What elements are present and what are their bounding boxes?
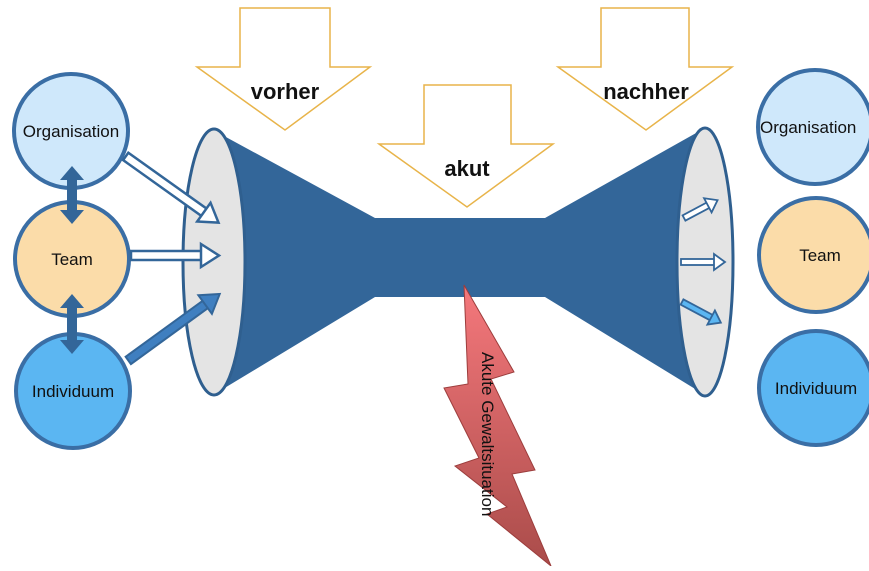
right-circle-team: Team (757, 196, 869, 314)
circle-label: Team (51, 250, 93, 269)
phase-arrow-acute: akut (376, 84, 556, 208)
circle-label: Individuum (32, 382, 114, 401)
double-arrow-org-team (60, 166, 84, 224)
output-arrow-down (679, 298, 723, 326)
lightning-bolt: Akute Gewaltsituation (443, 284, 552, 567)
phase-label-acute: akut (444, 156, 490, 181)
output-arrow-mid (680, 252, 727, 272)
circle-shape (756, 68, 869, 186)
funnel (181, 126, 735, 398)
left-circle-organisation: Organisation (12, 72, 130, 190)
arrow-head (702, 197, 719, 215)
input-arrows (121, 151, 222, 366)
circle-label: Team (799, 246, 841, 265)
arrowhead-up (60, 166, 84, 180)
funnel-shape (213, 128, 705, 395)
input-arrow-team (129, 241, 222, 270)
circle-shape (757, 329, 869, 447)
right-circle-organisation: Organisation (756, 68, 869, 186)
input-arrow-organisation (121, 151, 221, 224)
arrow-head (199, 241, 222, 270)
arrow-shaft (680, 258, 716, 266)
double-arrow-shaft (67, 306, 77, 342)
circle-label: Organisation (23, 122, 119, 141)
phase-label-before: vorher (251, 79, 320, 104)
arrow-shaft (129, 249, 205, 262)
circle-label: Individuum (775, 379, 857, 398)
arrow-head (705, 308, 723, 326)
double-arrow-team-individuum (60, 294, 84, 354)
phase-arrow-after: nachher (555, 7, 735, 131)
input-arrow-individuum (124, 292, 222, 366)
arrowhead-up (60, 294, 84, 308)
output-arrow-up (681, 197, 719, 222)
phase-label-after: nachher (603, 79, 689, 104)
arrow-head (713, 252, 727, 272)
output-arrows (679, 197, 727, 326)
arrowhead-down (60, 210, 84, 224)
phase-arrow-before: vorher (194, 7, 373, 131)
lightning-label: Akute Gewaltsituation (478, 352, 497, 516)
down-arrow-shape (376, 84, 556, 208)
arrowhead-down (60, 340, 84, 354)
down-arrow-shape (555, 7, 735, 131)
circle-shape (757, 196, 869, 314)
lightning-bolt-shape (443, 284, 552, 567)
circle-label: Organisation (760, 118, 856, 137)
arrow-head (194, 200, 221, 224)
arrow-head (196, 292, 222, 316)
down-arrow-shape (194, 7, 373, 131)
double-arrow-shaft (67, 178, 77, 212)
right-circle-individuum: Individuum (757, 329, 869, 447)
funnel-left-opening (181, 127, 247, 397)
